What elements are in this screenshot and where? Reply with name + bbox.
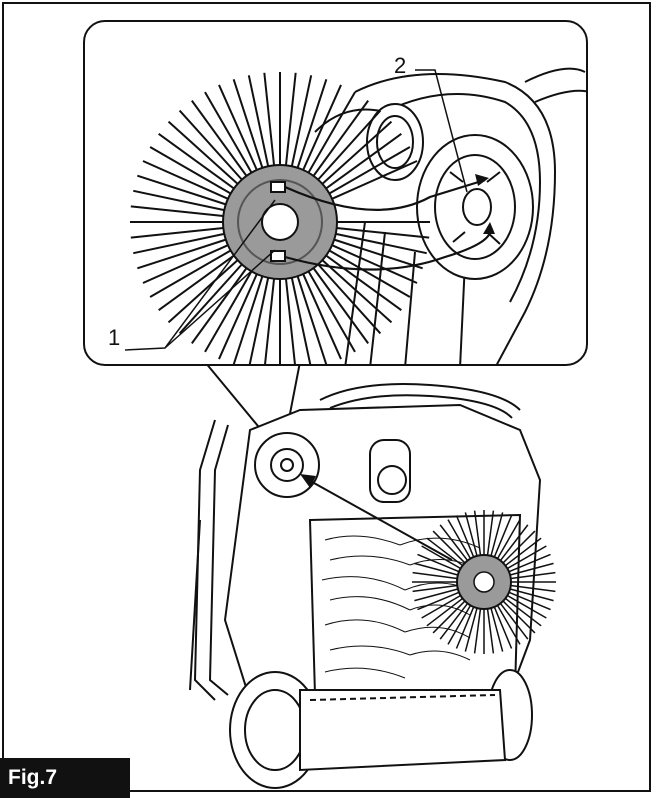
detail-canvas: [124, 67, 586, 364]
leader-2: [415, 69, 468, 193]
alignment-arrows: [284, 178, 492, 271]
figure-frame: [2, 2, 651, 792]
install-arrow: [304, 477, 453, 561]
sweeper-machine: [189, 383, 542, 789]
side-brush-large: [130, 72, 430, 364]
side-brush-small: [412, 510, 556, 654]
callout-number-2: 2: [394, 53, 407, 78]
callout-number-1: 1: [108, 325, 121, 350]
install-arrowhead: [300, 474, 316, 488]
leader-1: [124, 199, 276, 351]
detail-callout: [83, 20, 588, 366]
figure-label: Fig.7: [0, 758, 130, 798]
detail-machine-side: [314, 67, 586, 364]
